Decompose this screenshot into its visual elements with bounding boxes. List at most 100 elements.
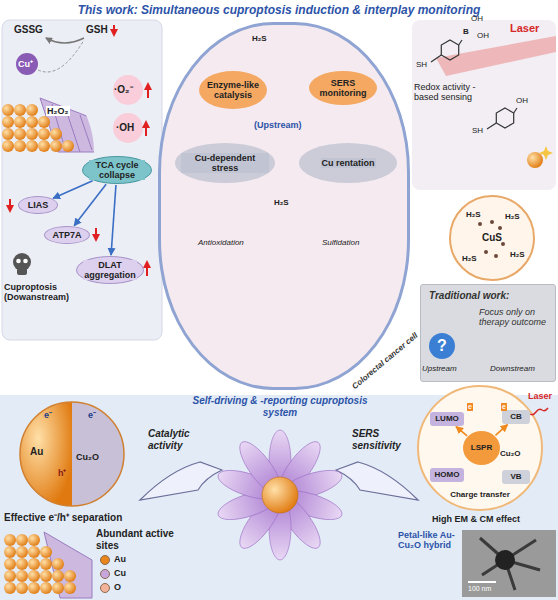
annotation-label: Catalytic activity bbox=[148, 428, 214, 451]
flower bbox=[215, 430, 345, 560]
annotation-label: e bbox=[467, 403, 473, 411]
annotation-label: ·O₂⁻ bbox=[114, 84, 133, 96]
node-text: Enzyme-like catalysis bbox=[205, 80, 261, 101]
node-text: LUMO bbox=[434, 414, 460, 423]
connector-arrow bbox=[53, 181, 92, 198]
left-panel bbox=[2, 20, 162, 340]
redox-cycle-arrows bbox=[38, 38, 84, 72]
connector-arrow bbox=[111, 185, 116, 255]
lspr-circle: LSPR bbox=[463, 431, 500, 465]
node-text: Charge transfer bbox=[418, 490, 542, 499]
ros-halo bbox=[113, 75, 143, 105]
node-text: Cu-dependent stress bbox=[181, 153, 269, 174]
annotation-label: Self-driving & -reporting cuproptosis sy… bbox=[185, 395, 375, 418]
pathway-swirl: Cu rentation bbox=[299, 143, 397, 183]
legend-swatch bbox=[100, 583, 110, 593]
annotation-label: Antioxidation bbox=[198, 238, 244, 247]
annotation-label: Redox activity -based sensing bbox=[414, 82, 488, 103]
laser-wave bbox=[530, 408, 548, 415]
node-text: HOMO bbox=[434, 470, 461, 479]
annotation-label: SH bbox=[472, 126, 483, 135]
ros-halo bbox=[113, 113, 143, 143]
node-text: ATP7A bbox=[52, 230, 83, 240]
legend-text: O bbox=[114, 582, 121, 592]
annotation-label: h⁺ bbox=[58, 468, 67, 478]
annotation-label: H₂S bbox=[252, 34, 267, 43]
energy-level: LUMO bbox=[430, 412, 464, 426]
annotation-label: ·OH bbox=[116, 122, 134, 134]
annotation-label: SH bbox=[416, 60, 427, 69]
annotation-label: H₂S bbox=[505, 212, 520, 221]
legend-swatch bbox=[100, 569, 110, 579]
tem-image bbox=[462, 530, 556, 597]
annotation-label: 100 nm bbox=[468, 585, 491, 593]
annotation-label: Petal-like Au-Cu₂O hybrid bbox=[398, 530, 460, 551]
annotation-label: OH bbox=[471, 14, 483, 23]
node-text: Colorectal cancer cell bbox=[350, 331, 419, 391]
annotation-label: Laser bbox=[528, 391, 552, 401]
node-text: VB bbox=[509, 472, 522, 481]
pathway-swirl: Cu-dependent stress bbox=[175, 143, 275, 183]
charge-transfer-circle bbox=[418, 386, 542, 510]
legend-text: Cu bbox=[114, 568, 126, 578]
annotation-label: Effective e⁻/h⁺ separation bbox=[4, 512, 122, 524]
annotation-label: H₂O₂ bbox=[46, 106, 70, 116]
annotation-label: SERS sensitivity bbox=[352, 428, 422, 451]
node-text: Traditional work: bbox=[429, 290, 509, 302]
heterojunction-circle: AuCu₂O bbox=[20, 402, 124, 506]
function-blob: SERS monitoring bbox=[309, 71, 377, 105]
connector-arrow bbox=[495, 425, 507, 436]
energy-level: HOMO bbox=[430, 468, 464, 482]
skull-icon bbox=[13, 253, 31, 275]
annotation-label: Cu⁺ bbox=[18, 59, 33, 69]
node-text: CuS bbox=[481, 232, 503, 244]
annotation-label: e bbox=[501, 403, 507, 411]
annotation-label: Laser bbox=[510, 22, 539, 35]
cus-circle bbox=[450, 196, 534, 280]
laser-beam bbox=[436, 36, 556, 76]
annotation-label: H₂S bbox=[466, 210, 481, 219]
protein-ellipse: ATP7A bbox=[44, 226, 90, 244]
copper-ion bbox=[16, 53, 38, 75]
annotation-label: B bbox=[463, 27, 469, 36]
node-text: SERS monitoring bbox=[315, 78, 371, 99]
annotation-label: Cu₂O bbox=[500, 449, 520, 458]
node-text: LIAS bbox=[27, 200, 50, 210]
connector-arrow bbox=[74, 184, 106, 225]
annotation-label: Sulfidation bbox=[322, 238, 359, 247]
node-text: TCA cycle collapse bbox=[89, 160, 145, 181]
laser-panel bbox=[412, 20, 556, 190]
annotation-label: e⁻ bbox=[88, 410, 96, 420]
question-circle: ? bbox=[429, 333, 455, 359]
process-ellipse: TCA cycle collapse bbox=[82, 156, 152, 184]
node-text: DLAT aggregation bbox=[83, 260, 137, 281]
annotation-label: GSSG bbox=[14, 24, 43, 36]
annotation-label: Upstream bbox=[422, 364, 457, 373]
band-level: VB bbox=[502, 470, 530, 484]
trend-arrows bbox=[10, 25, 148, 276]
annotation-label: Downstream bbox=[490, 364, 535, 373]
node-text: ? bbox=[436, 337, 448, 355]
annotation-label: OH bbox=[477, 31, 489, 40]
annotation-label: OH bbox=[516, 96, 528, 105]
function-blob: Enzyme-like catalysis bbox=[199, 71, 267, 109]
node-text: LSPR bbox=[470, 443, 493, 452]
au-cu2o-interface bbox=[20, 402, 124, 506]
protein-ellipse: DLAT aggregation bbox=[76, 256, 144, 284]
nanoparticle-section bbox=[2, 98, 98, 152]
probe-particle bbox=[527, 146, 553, 168]
cus-region: CuS bbox=[450, 196, 534, 280]
annotation-label: Cuproptosis (Dowanstream) bbox=[4, 282, 82, 303]
band-level: CB bbox=[502, 410, 530, 424]
node-text: CB bbox=[509, 412, 523, 421]
connector-arrow bbox=[456, 427, 467, 436]
charge-transfer-region: Charge transfer LUMO HOMO LSPR CB VB bbox=[418, 386, 542, 510]
protein-ellipse: LIAS bbox=[18, 196, 58, 214]
annotation-label: (Upstream) bbox=[254, 120, 302, 130]
legend-text: Au bbox=[114, 554, 126, 564]
annotation-label: H₂S bbox=[510, 250, 525, 259]
annotation-label: Abundant active sites bbox=[96, 528, 196, 551]
annotation-label: H₂S bbox=[274, 198, 289, 207]
annotation-label: e⁻ bbox=[44, 410, 52, 420]
